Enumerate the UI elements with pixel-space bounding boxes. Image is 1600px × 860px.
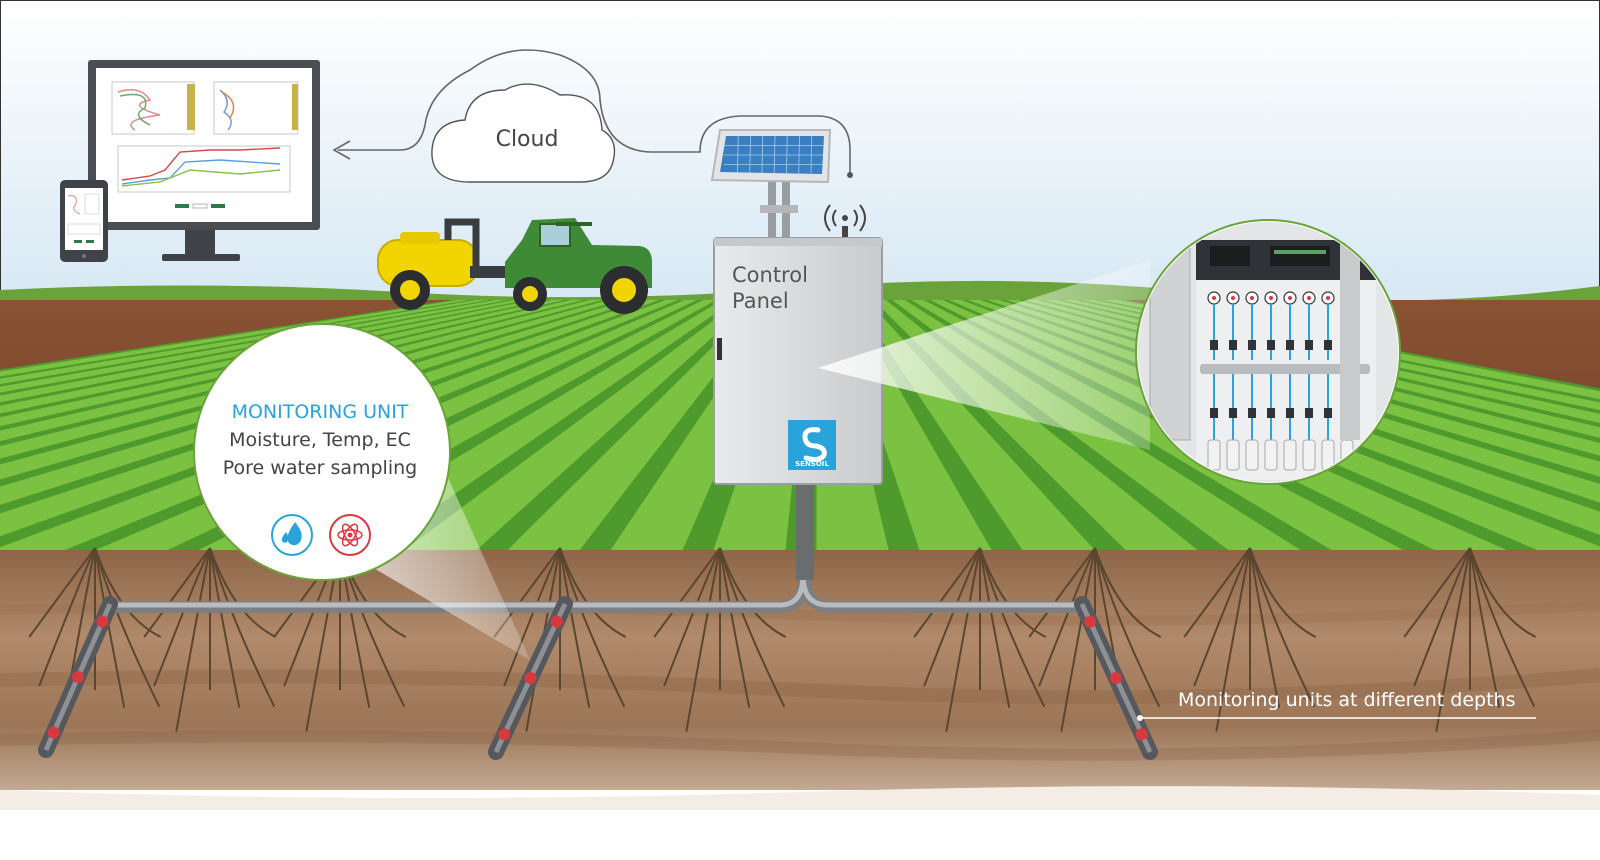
sample-bottle	[1264, 439, 1278, 471]
control-panel-label-line2: Panel	[732, 289, 789, 313]
cloud-connection: Cloud	[332, 49, 853, 183]
depths-annotation: Monitoring units at different depths	[1137, 689, 1536, 721]
sensor-node	[47, 726, 60, 739]
sensor-probe	[488, 596, 573, 760]
solar-panel	[710, 129, 832, 240]
plant-roots	[28, 547, 1537, 732]
tractor-sprayer	[377, 218, 652, 314]
monitoring-unit-callout: MONITORING UNIT Moisture, Temp, EC Pore …	[193, 323, 451, 581]
cable-conduit	[796, 480, 814, 580]
zoom-beam	[818, 260, 1150, 450]
atom-icon	[329, 514, 371, 556]
water-drop-icon	[271, 514, 313, 556]
crop-row	[367, 300, 767, 554]
spray-tank	[377, 239, 479, 287]
sensor-node	[96, 615, 109, 628]
sample-bottle	[1207, 439, 1221, 471]
monitoring-unit-line1: Moisture, Temp, EC	[229, 429, 411, 451]
sensor-probe	[1074, 596, 1158, 760]
sample-bottle	[1302, 439, 1316, 471]
sensor-node	[1110, 672, 1122, 684]
control-panel-label-line1: Control	[732, 263, 808, 287]
sample-bottle	[1283, 439, 1297, 471]
depths-label: Monitoring units at different depths	[1178, 689, 1515, 711]
dashboard-screen	[96, 68, 312, 222]
panel-latch	[717, 338, 722, 360]
antenna-icon	[824, 204, 866, 242]
sample-bottle	[1245, 439, 1259, 471]
cable-network	[104, 480, 1088, 613]
monitoring-unit-line2: Pore water sampling	[223, 457, 417, 479]
sensor-node	[550, 615, 563, 628]
desktop-monitor	[88, 60, 320, 261]
monitoring-unit-title: MONITORING UNIT	[232, 401, 409, 423]
sensor-node	[498, 728, 511, 741]
sensoil-brand-text: SENSOIL	[795, 460, 829, 468]
sensor-node	[1084, 615, 1097, 628]
sensor-node	[72, 671, 84, 683]
tablet-device	[60, 180, 108, 262]
control-panel: Control Panel SENSOIL	[713, 237, 883, 485]
crop-row	[472, 300, 786, 554]
sensor-node	[1135, 728, 1148, 741]
tractor-window	[539, 223, 571, 247]
sensor-probe	[38, 596, 118, 758]
sample-bottle	[1226, 439, 1240, 471]
sensor-node	[524, 672, 537, 684]
cloud-label: Cloud	[496, 127, 559, 152]
sensor-probes	[38, 596, 1158, 760]
cloud-shape	[431, 83, 616, 183]
control-panel-interior-inset	[1135, 219, 1401, 485]
